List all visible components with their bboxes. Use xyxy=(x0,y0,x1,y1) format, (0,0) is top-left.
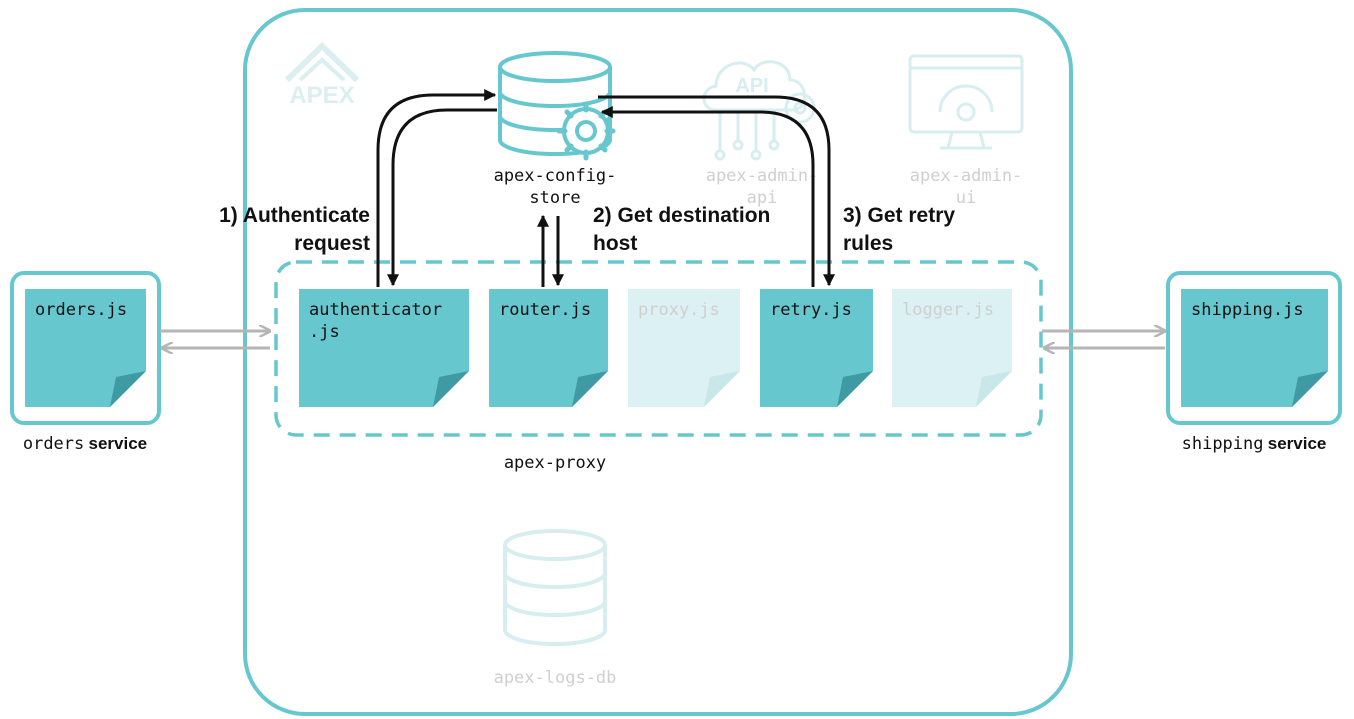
step2-label-1: 2) Get destination xyxy=(593,204,770,227)
proxy-label: apex-proxy xyxy=(504,453,606,473)
database-gear-icon xyxy=(498,51,616,161)
module-router-label: router.js xyxy=(499,300,591,320)
module-router: router.js xyxy=(489,289,608,407)
shipping-service-suffix: service xyxy=(1268,434,1327,453)
step1-label-2: request xyxy=(294,232,370,255)
proxy-boundary xyxy=(274,260,1043,437)
config-store-label-2: store xyxy=(529,188,580,208)
shipping-service: shipping.js shipping service xyxy=(1166,271,1342,454)
config-to-retry-arrow xyxy=(598,95,835,287)
admin-ui-label-1: apex-admin- xyxy=(910,166,1023,186)
module-proxy: proxy.js xyxy=(628,289,740,407)
admin-api: API apex-admin- api xyxy=(702,60,819,208)
auth-to-config-arrow xyxy=(376,89,497,287)
admin-api-label-1: apex-admin- xyxy=(706,166,819,186)
admin-ui: apex-admin- ui xyxy=(908,54,1024,208)
monitor-gear-icon xyxy=(908,54,1024,150)
module-retry: retry.js xyxy=(760,289,873,407)
system-boundary xyxy=(243,8,1073,716)
retry-to-config-arrow xyxy=(600,106,815,287)
logs-db: apex-logs-db xyxy=(494,529,617,688)
svg-text:API: API xyxy=(735,75,768,97)
config-store-label-1: apex-config- xyxy=(494,166,617,186)
config-store: apex-config- store xyxy=(494,51,617,208)
orders-file-label: orders.js xyxy=(35,300,127,320)
orders-service-frame xyxy=(10,271,161,425)
admin-api-label-2: api xyxy=(747,188,778,208)
module-logger-label: logger.js xyxy=(902,300,994,320)
admin-ui-label-2: ui xyxy=(956,188,976,208)
orders-service: orders.js orders service xyxy=(10,271,161,454)
shipping-service-frame xyxy=(1166,271,1342,425)
shipping-file-label: shipping.js xyxy=(1191,300,1304,320)
orders-proxy-arrows xyxy=(160,331,270,348)
orders-service-suffix: service xyxy=(89,434,148,453)
step1-arrows xyxy=(376,89,497,287)
step3-label-1: 3) Get retry xyxy=(843,204,955,227)
shipping-service-caption: shipping service xyxy=(1182,434,1327,454)
module-authenticator-label-2: .js xyxy=(309,322,340,342)
shipping-service-name: shipping xyxy=(1182,434,1264,454)
step3-label-2: rules xyxy=(843,232,893,255)
module-logger: logger.js xyxy=(892,289,1012,407)
step1-label-1: 1) Authenticate xyxy=(219,204,370,227)
module-authenticator: authenticator .js xyxy=(299,289,469,407)
database-icon xyxy=(503,529,607,646)
apex-logo: APEX xyxy=(284,41,360,109)
module-authenticator-label-1: authenticator xyxy=(309,300,442,320)
logs-db-label: apex-logs-db xyxy=(494,668,617,688)
module-proxy-label: proxy.js xyxy=(638,300,720,320)
api-cloud-icon: API xyxy=(702,60,816,161)
step2-label-2: host xyxy=(593,232,637,255)
apex-logo-text: APEX xyxy=(289,82,354,109)
orders-service-name: orders xyxy=(23,434,84,454)
step2-arrows xyxy=(537,214,564,287)
step3-arrows xyxy=(598,95,835,287)
orders-service-caption: orders service xyxy=(23,434,147,454)
config-to-auth-arrow xyxy=(387,108,497,287)
proxy-shipping-arrows xyxy=(1042,331,1165,348)
module-retry-label: retry.js xyxy=(770,300,852,320)
